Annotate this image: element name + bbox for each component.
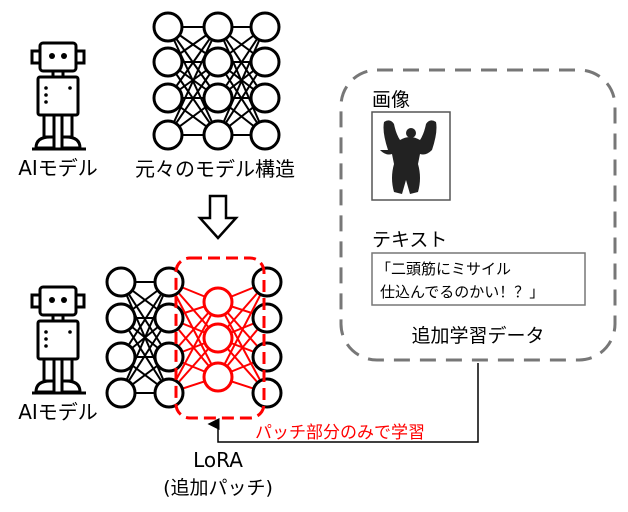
robot-head — [38, 41, 78, 73]
network-node — [105, 377, 137, 409]
network-node — [152, 46, 184, 78]
network-node — [202, 11, 234, 43]
network-node — [251, 377, 283, 409]
robot-ear — [74, 293, 86, 309]
additional-data-label: 追加学習データ — [411, 325, 544, 347]
robot-leg — [60, 113, 74, 139]
lora-node — [202, 322, 234, 354]
network-node — [249, 11, 281, 43]
robot-eye — [61, 53, 67, 59]
robot-button — [44, 337, 48, 341]
lora-node — [202, 286, 234, 318]
robot-button — [44, 93, 48, 97]
robot-foot — [34, 379, 56, 394]
robot-icon — [30, 41, 86, 151]
text-sample-line2: 仕込んでるのかい！？」 — [380, 283, 544, 301]
network-node — [105, 341, 137, 373]
train-patch-only-label: パッチ部分のみで学習 — [255, 423, 425, 443]
training-arrow — [207, 363, 479, 443]
robot-ear — [30, 293, 42, 309]
text-sample-line1: 「二頭筋にミサイル — [376, 260, 511, 278]
network-node — [249, 46, 281, 78]
robot-icon — [30, 285, 86, 395]
network-node — [153, 341, 185, 373]
robot-leg — [42, 113, 56, 139]
network-node — [249, 82, 281, 114]
text-sample-box — [371, 252, 586, 306]
network-edge — [217, 26, 266, 136]
robot-body — [36, 319, 80, 361]
robot-button — [44, 100, 48, 104]
network-node — [152, 82, 184, 114]
lora-patch-box — [174, 256, 266, 420]
network-node — [152, 119, 184, 151]
network-node — [153, 377, 185, 409]
robot-eye — [61, 297, 67, 303]
robot-eye — [49, 53, 55, 59]
robot-ear — [74, 49, 86, 65]
additional-data-box — [339, 68, 617, 362]
robot-body — [36, 75, 80, 117]
robot-leg — [42, 357, 56, 383]
network-edge — [167, 26, 219, 136]
network-node — [202, 119, 234, 151]
ai-model-label-bottom: AIモデル — [18, 400, 98, 424]
network-edge — [217, 281, 268, 378]
network-node — [251, 302, 283, 334]
network-node — [251, 341, 283, 373]
down-arrow-icon — [197, 194, 239, 240]
network-node — [153, 266, 185, 298]
network-node — [152, 11, 184, 43]
image-label: 画像 — [372, 89, 410, 111]
lora-network — [105, 266, 283, 409]
network-node — [202, 82, 234, 114]
network-node — [105, 266, 137, 298]
robot-button — [68, 330, 72, 334]
robot-foot — [34, 135, 56, 150]
network-node — [202, 46, 234, 78]
robot-foot — [60, 379, 82, 394]
network-node — [251, 266, 283, 298]
robot-eye — [49, 297, 55, 303]
network-edge — [120, 281, 170, 394]
muscle-image — [371, 111, 451, 201]
lora-label: LoRA — [193, 448, 243, 472]
lora-sublabel: (追加パッチ) — [163, 477, 273, 499]
robot-button — [44, 330, 48, 334]
original-network — [152, 11, 281, 151]
robot-head — [38, 285, 78, 317]
text-label: テキスト — [372, 229, 447, 251]
network-node — [105, 302, 137, 334]
robot-ear — [30, 49, 42, 65]
robot-leg — [60, 357, 74, 383]
network-node — [153, 302, 185, 334]
original-structure-label: 元々のモデル構造 — [135, 157, 295, 181]
network-node — [249, 119, 281, 151]
robot-button — [44, 86, 48, 90]
robot-button — [44, 344, 48, 348]
lora-node — [202, 361, 234, 393]
ai-model-label-top: AIモデル — [18, 156, 98, 180]
robot-button — [68, 86, 72, 90]
robot-foot — [60, 135, 82, 150]
